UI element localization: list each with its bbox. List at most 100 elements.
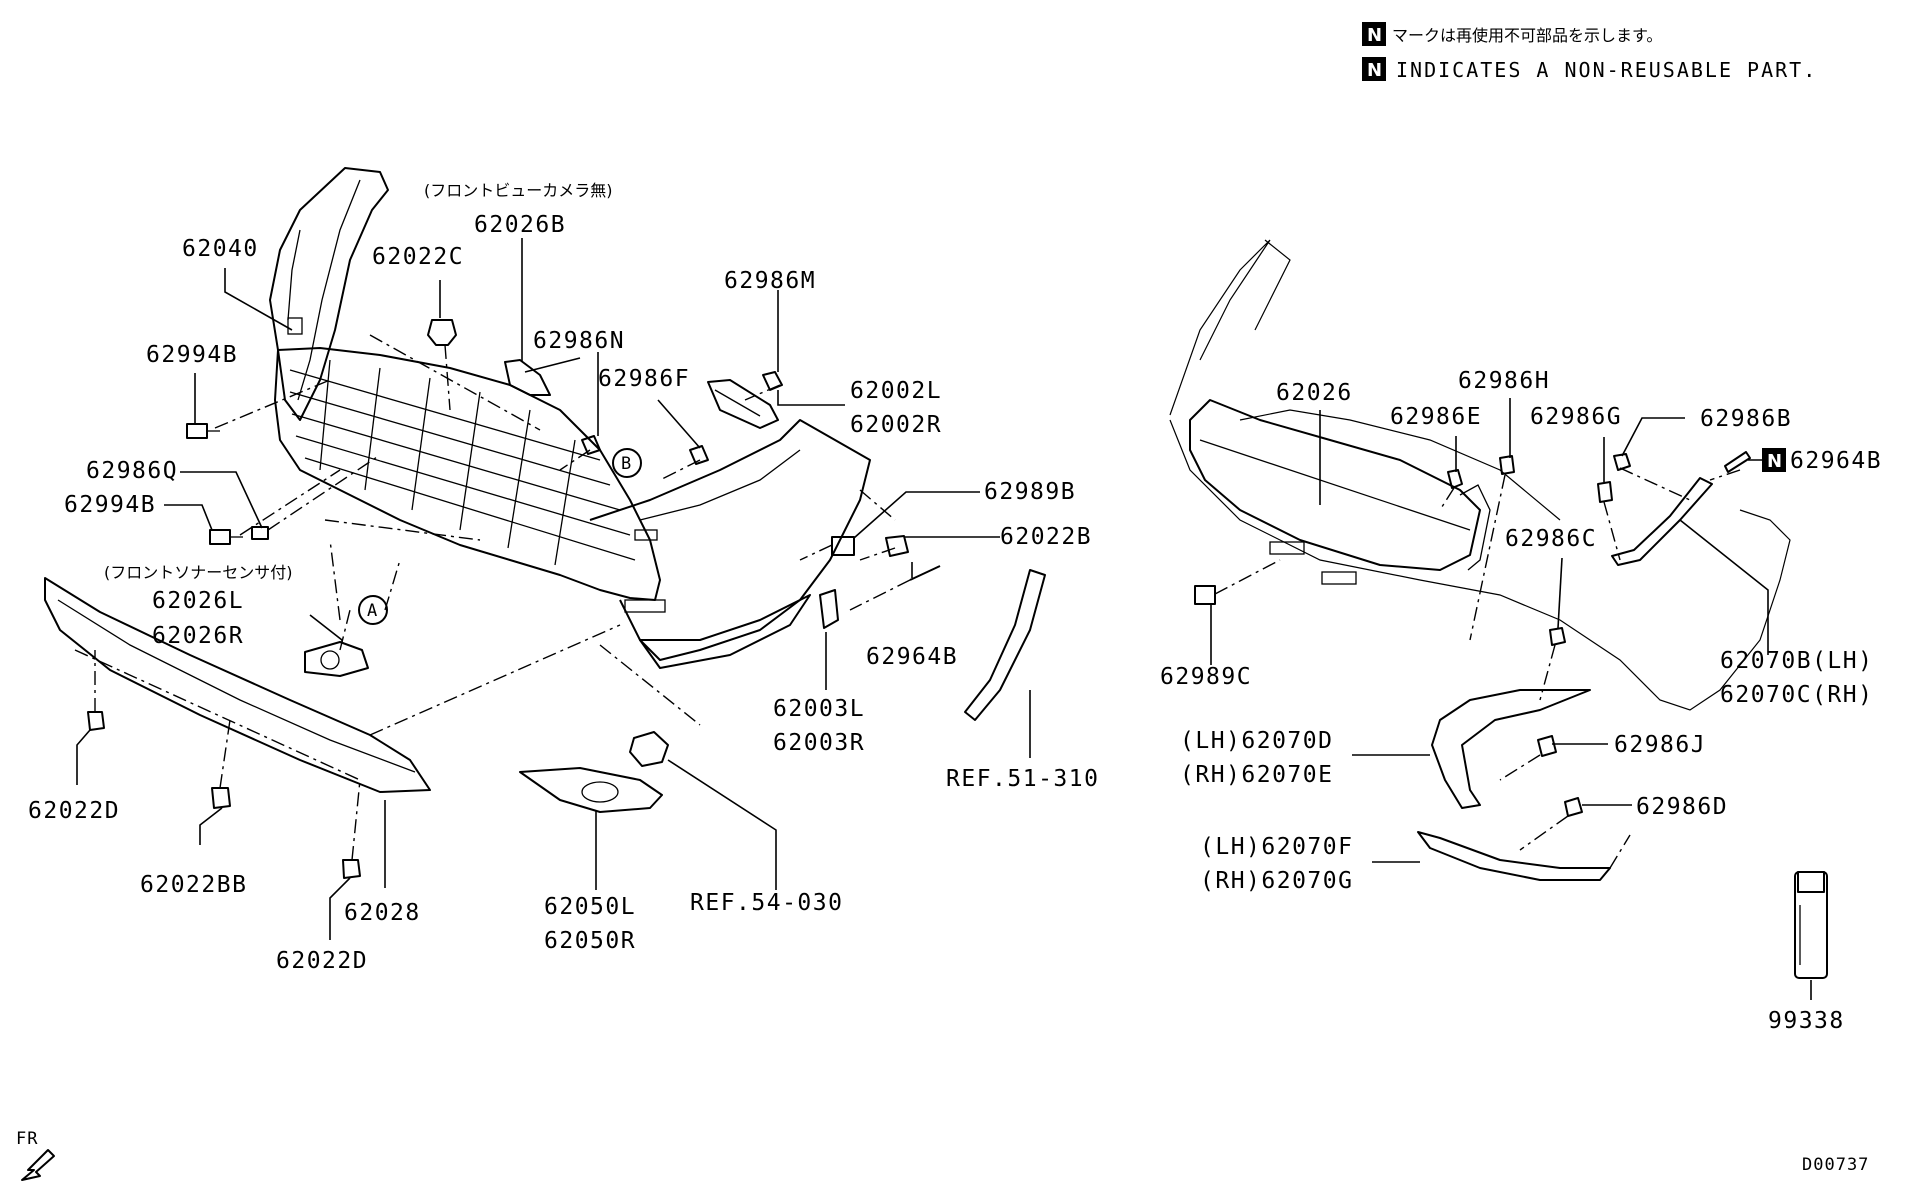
sonar-mount-62026L (304, 641, 369, 677)
label-62026L: 62026L (152, 588, 244, 614)
diagram-code: D00737 (1802, 1155, 1869, 1175)
moulding-62070B (1611, 477, 1713, 566)
label-62070C: 62070C(RH) (1720, 682, 1873, 708)
label-62040: 62040 (182, 236, 259, 262)
label-62989B: 62989B (984, 479, 1076, 505)
screw-62986M (762, 371, 783, 391)
label-62026R: 62026R (152, 623, 244, 649)
label-62986N: 62986N (533, 328, 625, 354)
legend: N マークは再使用不可部品を示します。 N INDICATES A NON-RE… (1362, 22, 1817, 82)
label-62050L: 62050L (544, 894, 636, 920)
leader-lines (76, 238, 1812, 1000)
right-chain-lines (1214, 467, 1741, 869)
fender-bracket-62040 (269, 167, 389, 421)
front-arrow-icon (21, 1149, 55, 1181)
label-62986G: 62986G (1530, 404, 1622, 430)
bracket-62003L (819, 589, 839, 629)
screw-62986E (1447, 469, 1463, 489)
foglamp-ref-54-030 (629, 731, 669, 767)
label-62026B: 62026B (474, 212, 566, 238)
label-62964B-left: 62964B (866, 644, 958, 670)
clip-62989C (1194, 585, 1216, 605)
caption-with-front-sonar: (フロントソナーセンサ付) (104, 563, 293, 582)
label-62022B: 62022B (1000, 524, 1092, 550)
label-62986Q: 62986Q (86, 458, 178, 484)
car-front-outline (1169, 239, 1791, 711)
n-mark-letter: N (1767, 451, 1782, 472)
label-62986F: 62986F (598, 366, 690, 392)
screw-62986F (689, 445, 709, 465)
clip-62022B (885, 535, 909, 557)
bolt-62994B-top (186, 423, 220, 439)
n-mark-letter: N (1367, 25, 1382, 46)
foglamp-bezel-62050L (519, 767, 663, 813)
label-99338: 99338 (1768, 1008, 1845, 1034)
label-62022C: 62022C (372, 244, 464, 270)
label-62994B-top: 62994B (146, 342, 238, 368)
bolt-62994B-mid (209, 529, 243, 545)
bumper-body (274, 347, 661, 601)
label-62026: 62026 (1276, 380, 1353, 406)
pin-62964B (909, 565, 941, 581)
label-62003R: 62003R (773, 730, 865, 756)
screw-62986G (1597, 481, 1613, 503)
n-mark-letter: N (1367, 60, 1382, 81)
fender-flare-ref-51-310 (964, 569, 1046, 721)
clip-62022C (427, 319, 457, 346)
bumper-lower-lip (639, 594, 811, 669)
label-62002R: 62002R (850, 412, 942, 438)
fr-label: FR (16, 1129, 38, 1149)
bracket-62002L (707, 379, 779, 429)
label-62070D: (LH)62070D (1180, 728, 1333, 754)
label-62003L: 62003L (773, 696, 865, 722)
screw-62986J (1537, 735, 1557, 757)
label-62964B-right: 62964B (1790, 448, 1882, 474)
screw-62986N (581, 435, 601, 455)
legend-en-text: INDICATES A NON-REUSABLE PART. (1396, 58, 1817, 82)
clip-62989B (831, 536, 855, 556)
assembly-chain-lines (74, 334, 911, 861)
label-62070E: (RH)62070E (1180, 762, 1333, 788)
label-62022D-bottom: 62022D (276, 948, 368, 974)
n-mark-62964B (1762, 448, 1786, 472)
camera-bracket-62026B (504, 359, 551, 396)
screw-62986Q (251, 526, 269, 540)
label-62050R: 62050R (544, 928, 636, 954)
label-62022BB: 62022BB (140, 872, 247, 898)
label-62002L: 62002L (850, 378, 942, 404)
label-ref-51-310: REF.51-310 (946, 766, 1099, 792)
lower-spoiler-62028 (44, 577, 431, 793)
label-62070F: (LH)62070F (1200, 834, 1353, 860)
svg-text:A: A (367, 601, 378, 621)
garnish-62070D (1431, 689, 1591, 809)
screw-62986B (1613, 453, 1631, 471)
svg-text:B: B (621, 454, 632, 474)
screw-62986H (1499, 455, 1515, 475)
label-62986D: 62986D (1636, 794, 1728, 820)
clip-62022D-left (87, 711, 105, 731)
label-62994B-mid: 62994B (64, 492, 156, 518)
bumper-side-panel (589, 419, 871, 661)
reinforcement-62026 (1189, 399, 1481, 571)
screw-62986D (1564, 797, 1583, 817)
label-62986J: 62986J (1614, 732, 1706, 758)
label-62986M: 62986M (724, 268, 816, 294)
sealant-tube-99338 (1794, 871, 1828, 979)
label-62022D-left: 62022D (28, 798, 120, 824)
legend-jp-text: マークは再使用不可部品を示します。 (1392, 26, 1662, 45)
clip-62022D-bottom (342, 859, 361, 879)
label-ref-54-030: REF.54-030 (690, 890, 843, 916)
label-62028: 62028 (344, 900, 421, 926)
label-62070B: 62070B(LH) (1720, 648, 1873, 674)
screw-62986C (1549, 627, 1566, 646)
callout-b: B (612, 448, 642, 478)
caption-no-front-camera: (フロントビューカメラ無) (424, 181, 613, 200)
pin-62964B-right (1724, 451, 1751, 473)
clip-62022BB (211, 787, 231, 809)
label-62986C: 62986C (1505, 526, 1597, 552)
label-62986E: 62986E (1390, 404, 1482, 430)
fasteners-left (186, 319, 941, 629)
n-mark-box (1362, 22, 1386, 46)
label-62986B: 62986B (1700, 406, 1792, 432)
